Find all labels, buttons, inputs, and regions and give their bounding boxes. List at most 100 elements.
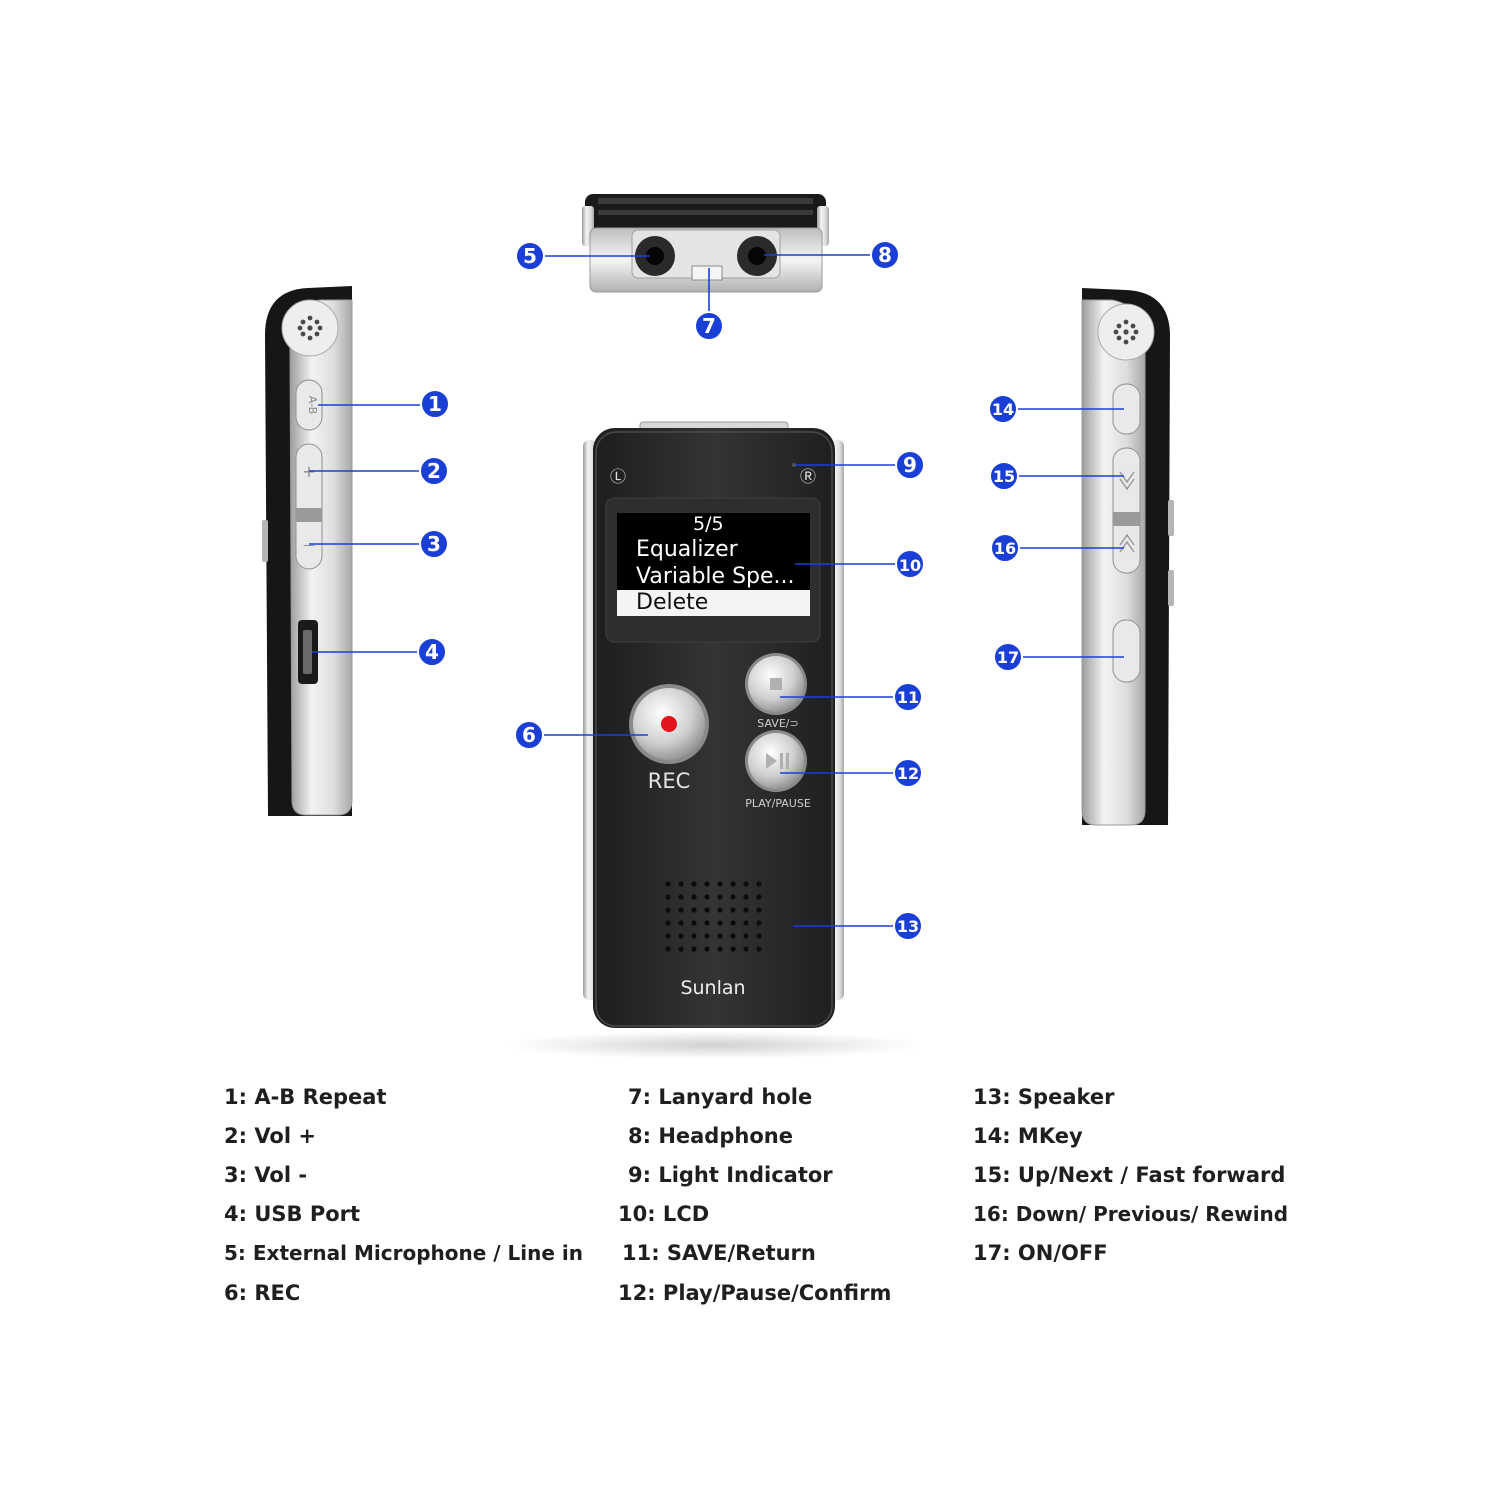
badge-12: 12 bbox=[893, 758, 923, 788]
speaker-hole bbox=[678, 894, 684, 900]
badge-7: 7 bbox=[694, 311, 724, 341]
badge-17-number: 17 bbox=[997, 648, 1019, 667]
callout-lines bbox=[309, 254, 1124, 927]
badge-16-number: 16 bbox=[994, 539, 1016, 558]
badge-2-number: 2 bbox=[427, 459, 441, 483]
badge-9-number: 9 bbox=[903, 453, 917, 477]
speaker-hole bbox=[756, 894, 762, 900]
badge-6: 6 bbox=[514, 720, 544, 750]
speaker-hole bbox=[730, 894, 736, 900]
speaker-hole bbox=[678, 920, 684, 926]
legend-item: 5: External Microphone / Line in bbox=[224, 1241, 583, 1265]
badge-11-number: 11 bbox=[897, 688, 919, 707]
speaker-hole bbox=[678, 946, 684, 952]
speaker-hole bbox=[730, 907, 736, 913]
badge-9: 9 bbox=[895, 450, 925, 480]
right-channel-indicator: Ⓡ bbox=[800, 467, 816, 486]
speaker-hole bbox=[704, 894, 710, 900]
speaker-hole bbox=[717, 946, 723, 952]
speaker-hole bbox=[756, 933, 762, 939]
badge-17: 17 bbox=[993, 642, 1023, 672]
badge-2: 2 bbox=[419, 456, 449, 486]
badge-14: 14 bbox=[988, 394, 1018, 424]
badge-15-number: 15 bbox=[993, 467, 1015, 486]
badge-13: 13 bbox=[893, 911, 923, 941]
lcd-selection-highlight bbox=[617, 590, 810, 616]
volume-rocker[interactable] bbox=[295, 443, 323, 570]
speaker-hole bbox=[678, 907, 684, 913]
speaker-hole bbox=[691, 894, 697, 900]
legend-item: 9: Light Indicator bbox=[628, 1163, 833, 1187]
speaker-hole bbox=[665, 920, 671, 926]
legend-item: 16: Down/ Previous/ Rewind bbox=[973, 1202, 1289, 1226]
stop-square-icon bbox=[770, 678, 782, 690]
badge-11: 11 bbox=[893, 682, 923, 712]
speaker-hole bbox=[743, 920, 749, 926]
speaker-hole bbox=[717, 933, 723, 939]
badge-3-number: 3 bbox=[427, 532, 441, 556]
speaker-hole bbox=[665, 894, 671, 900]
speaker-hole bbox=[665, 907, 671, 913]
speaker-hole bbox=[678, 933, 684, 939]
speaker-hole bbox=[756, 920, 762, 926]
speaker-hole bbox=[678, 881, 684, 887]
badge-4-number: 4 bbox=[425, 640, 439, 664]
power-switch[interactable] bbox=[1112, 619, 1141, 683]
speaker-hole bbox=[704, 946, 710, 952]
speaker-hole bbox=[743, 894, 749, 900]
legend-item: 12: Play/Pause/Confirm bbox=[618, 1281, 892, 1305]
top-view-body bbox=[585, 194, 826, 238]
speaker-hole bbox=[717, 907, 723, 913]
speaker-hole bbox=[717, 881, 723, 887]
badge-5: 5 bbox=[515, 241, 545, 271]
badge-8-number: 8 bbox=[878, 243, 892, 267]
badge-8: 8 bbox=[870, 240, 900, 270]
legend-item: 17: ON/OFF bbox=[973, 1241, 1108, 1265]
left-channel-indicator: Ⓛ bbox=[610, 467, 626, 486]
speaker-hole bbox=[691, 881, 697, 887]
speaker-hole bbox=[704, 920, 710, 926]
save-label: SAVE/⊃ bbox=[757, 717, 798, 730]
speaker-hole bbox=[691, 907, 697, 913]
speaker-hole bbox=[691, 920, 697, 926]
lcd-menu-item: Equalizer bbox=[636, 537, 738, 562]
play-pause-label: PLAY/PAUSE bbox=[745, 797, 811, 810]
speaker-hole bbox=[730, 946, 736, 952]
legend-item: 7: Lanyard hole bbox=[628, 1085, 813, 1109]
right-side-view bbox=[1081, 288, 1174, 826]
badge-15: 15 bbox=[989, 461, 1019, 491]
badge-1-number: 1 bbox=[428, 392, 442, 416]
light-indicator bbox=[792, 463, 796, 467]
speaker-hole bbox=[756, 946, 762, 952]
legend-item: 10: LCD bbox=[618, 1202, 710, 1226]
badge-1: 1 bbox=[420, 389, 450, 419]
badge-14-number: 14 bbox=[992, 400, 1014, 419]
badge-4: 4 bbox=[417, 637, 447, 667]
speaker-hole bbox=[704, 933, 710, 939]
brand-logo: Sunlan bbox=[680, 977, 745, 999]
legend-item: 8: Headphone bbox=[628, 1124, 793, 1148]
speaker-hole bbox=[730, 933, 736, 939]
badge-6-number: 6 bbox=[522, 723, 536, 747]
rec-dot-icon bbox=[661, 716, 677, 732]
speaker-hole bbox=[704, 881, 710, 887]
navigation-rocker[interactable] bbox=[1112, 447, 1141, 574]
speaker-hole bbox=[717, 920, 723, 926]
lanyard-hole bbox=[691, 265, 723, 281]
rec-label: REC bbox=[648, 769, 691, 793]
speaker-hole bbox=[730, 881, 736, 887]
badge-10-number: 10 bbox=[899, 556, 921, 575]
badge-16: 16 bbox=[990, 533, 1020, 563]
left-side-view: A-B + — bbox=[262, 286, 353, 816]
speaker-hole bbox=[743, 933, 749, 939]
speaker-hole bbox=[665, 946, 671, 952]
speaker-hole bbox=[743, 907, 749, 913]
badge-13-number: 13 bbox=[897, 917, 919, 936]
speaker-grille bbox=[665, 881, 762, 952]
speaker-hole bbox=[756, 907, 762, 913]
lcd-menu-item-selected: Delete bbox=[636, 590, 709, 615]
badge-5-number: 5 bbox=[523, 244, 537, 268]
play-pause-icon bbox=[766, 753, 789, 769]
legend-item: 4: USB Port bbox=[224, 1202, 361, 1226]
